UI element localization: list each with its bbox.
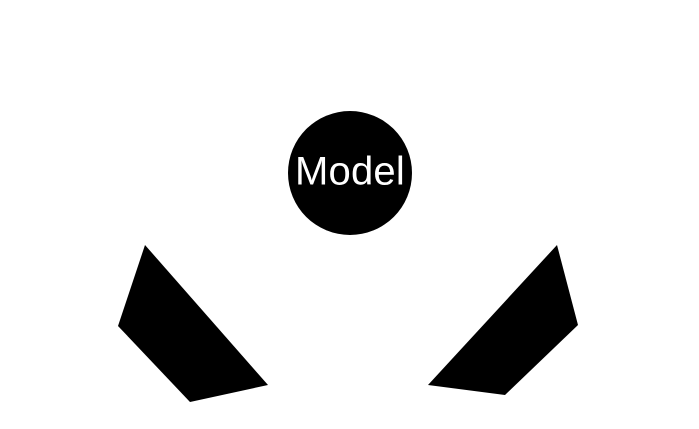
- right-wing-shape: [428, 245, 578, 395]
- left-wing-shape: [118, 245, 268, 402]
- model-node-circle[interactable]: [288, 111, 412, 235]
- model-node-label: Model: [295, 150, 405, 194]
